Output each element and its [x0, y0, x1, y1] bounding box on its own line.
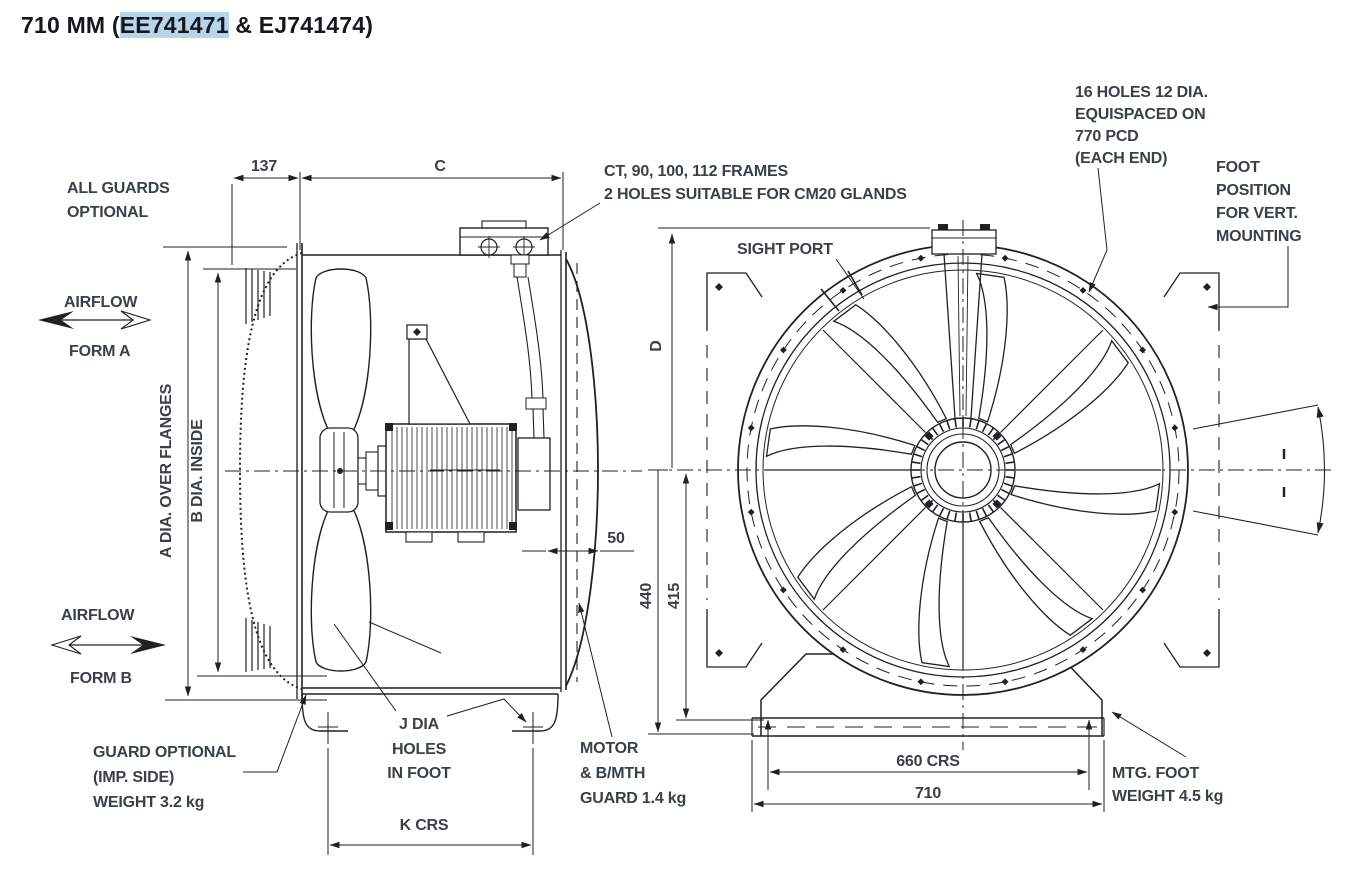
note-line: ALL GUARDS	[67, 180, 170, 197]
dim-137: 137	[231, 158, 301, 265]
note-line: MOTOR	[580, 740, 639, 757]
dim-660-crs: 660 CRS	[760, 719, 1097, 790]
airflow-left-arrow-icon	[38, 310, 152, 330]
foot-hole-center	[318, 712, 338, 744]
note-line: FOR VERT.	[1216, 205, 1298, 222]
note-line: MOUNTING	[1216, 228, 1302, 245]
conduit	[510, 254, 547, 439]
sight-port-label: SIGHT PORT	[737, 241, 833, 258]
terminal-box	[459, 220, 549, 258]
dim-660-label: 660 CRS	[896, 753, 960, 770]
note-line: IN FOOT	[387, 765, 451, 782]
dim-50-label: 50	[607, 530, 625, 547]
dim-c: C	[301, 158, 564, 250]
airflow-a-label: AIRFLOW	[64, 294, 138, 311]
note-line: WEIGHT 3.2 kg	[93, 794, 204, 811]
dim-c-label: C	[434, 158, 446, 175]
dim-710-label: 710	[915, 785, 941, 802]
dim-a-label: A DIA. OVER FLANGES	[158, 383, 175, 558]
form-a-label: FORM A	[69, 343, 131, 360]
form-b-label: FORM B	[70, 670, 132, 687]
title-suffix: & EJ741474)	[228, 12, 374, 38]
title-prefix: 710 MM (	[21, 12, 120, 38]
dim-440: 440	[638, 469, 754, 735]
airflow-form-a: AIRFLOW FORM A	[38, 294, 152, 360]
flange-bolt-holes	[747, 254, 1179, 686]
motor-support-strut	[943, 253, 983, 419]
front-view: D 440 415 660 CRS	[638, 84, 1332, 812]
gland-note: CT, 90, 100, 112 FRAMES 2 HOLES SUITABLE…	[539, 163, 907, 241]
dim-d: D	[648, 227, 930, 468]
dim-415-label: 415	[666, 583, 683, 609]
note-line: J DIA	[399, 716, 440, 733]
guard-optional-note: GUARD OPTIONAL (IMP. SIDE) WEIGHT 3.2 kg	[93, 694, 307, 811]
motor	[355, 423, 551, 543]
note-line: OPTIONAL	[67, 204, 148, 221]
dim-137-label: 137	[251, 158, 277, 175]
note-line: MTG. FOOT	[1112, 765, 1200, 782]
note-line: HOLES	[392, 741, 447, 758]
mtg-foot-note: MTG. FOOT WEIGHT 4.5 kg	[1111, 711, 1223, 805]
note-line: GUARD 1.4 kg	[580, 790, 686, 807]
dim-710: 710	[751, 740, 1105, 812]
flange-holes-note: 16 HOLES 12 DIA. EQUISPACED ON 770 PCD (…	[1075, 84, 1208, 293]
motor-support-bracket	[406, 324, 471, 425]
airflow-form-b: AIRFLOW FORM B	[50, 607, 166, 687]
terminal-box-front	[931, 224, 997, 255]
dim-415: 415	[666, 473, 764, 721]
note-line: WEIGHT 4.5 kg	[1112, 788, 1223, 805]
note-line: 770 PCD	[1075, 128, 1139, 145]
note-line: FOOT	[1216, 159, 1260, 176]
dim-b-inside: B DIA. INSIDE	[189, 268, 327, 677]
dim-k-crs: K CRS	[327, 748, 534, 855]
note-line: GUARD OPTIONAL	[93, 744, 236, 761]
outlet-guard	[565, 258, 599, 687]
dim-440-label: 440	[638, 583, 655, 609]
note-line: (IMP. SIDE)	[93, 769, 174, 786]
impeller-blades	[765, 272, 1161, 668]
gland-hole-icon	[478, 236, 500, 258]
sight-port-note: SIGHT PORT	[737, 241, 865, 300]
airflow-b-label: AIRFLOW	[61, 607, 135, 624]
airflow-right-arrow-icon	[50, 635, 166, 655]
foot-position-note: FOOT POSITION FOR VERT. MOUNTING	[1207, 159, 1302, 311]
inlet-guard	[238, 252, 303, 690]
foot-base-plate	[751, 717, 1105, 737]
impeller	[310, 268, 372, 672]
j-dia-note: J DIA HOLES IN FOOT	[333, 621, 527, 782]
foot-hole-center	[523, 712, 543, 744]
dim-k-label: K CRS	[400, 817, 449, 834]
vertical-mounting-gussets	[706, 272, 1220, 668]
highlighted-part-number: EE741471	[119, 12, 229, 38]
note-line: EQUISPACED ON	[1075, 106, 1205, 123]
dim-d-label: D	[648, 340, 665, 351]
sight-port-marks	[820, 270, 863, 312]
all-guards-note: ALL GUARDS OPTIONAL	[67, 180, 170, 221]
motor-guard-note: MOTOR & B/MTH GUARD 1.4 kg	[578, 602, 686, 807]
note-line: 2 HOLES SUITABLE FOR CM20 GLANDS	[604, 186, 907, 203]
note-line: (EACH END)	[1075, 150, 1167, 167]
gland-hole-icon	[513, 236, 535, 258]
note-line: 16 HOLES 12 DIA.	[1075, 84, 1208, 101]
page-title: 710 MM (EE741471 & EJ741474)	[21, 12, 373, 39]
note-line: CT, 90, 100, 112 FRAMES	[604, 163, 788, 180]
dim-b-label: B DIA. INSIDE	[189, 419, 206, 523]
side-view: 137 C A DIA. OVER FLANGES B DIA. INSIDE	[38, 158, 907, 855]
note-line: POSITION	[1216, 182, 1291, 199]
dim-50: 50	[522, 530, 634, 555]
note-line: & B/MTH	[580, 765, 645, 782]
